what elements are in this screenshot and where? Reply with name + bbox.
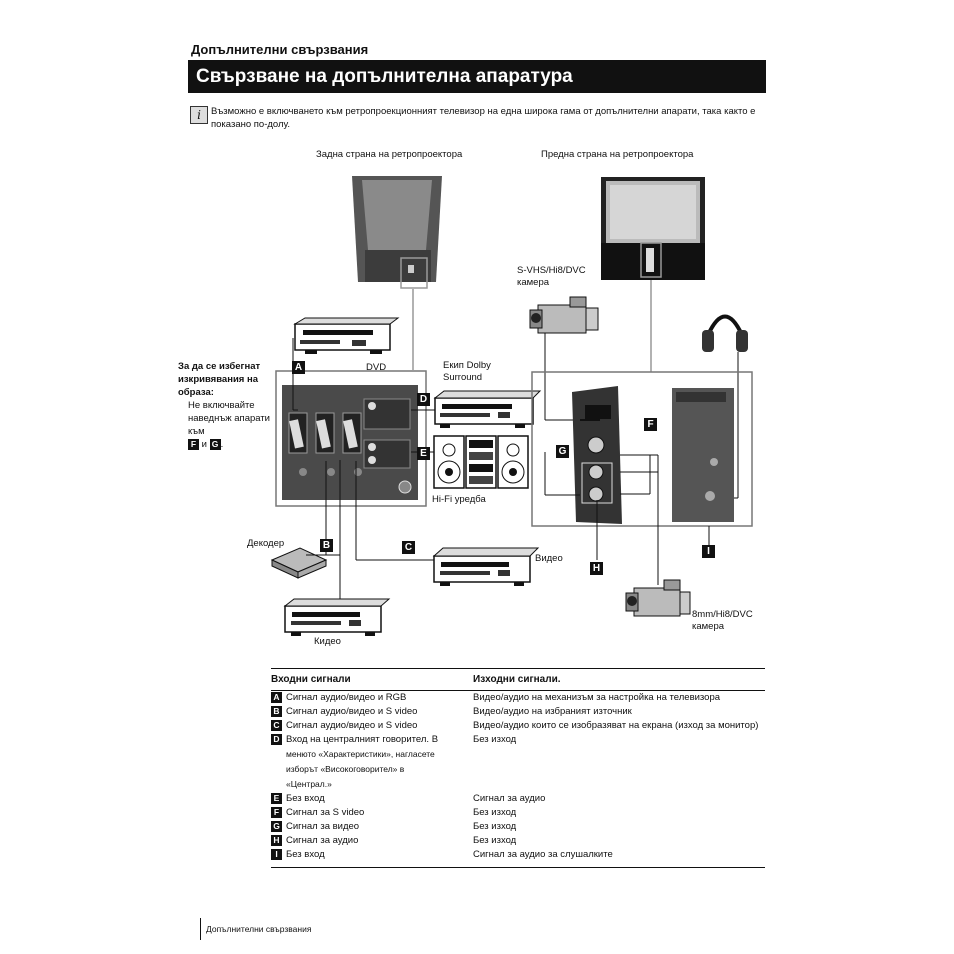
table-row: F Сигнал за S video Без изход [271,806,765,820]
vcr-kideo-image [283,598,391,636]
hifi-system-image [433,435,529,489]
input-signal-text: Сигнал аудио/видео и S video [286,706,418,717]
signals-table: Входни сигнали Изходни сигнали. A Сигнал … [271,668,765,868]
kideo-label: Кидео [314,636,341,647]
table-row: I Без вход Сигнал за аудио за слушалките [271,848,765,868]
rear-side-label: Задна страна на ретропроектора [316,149,463,160]
table-row: D Вход на централният говорител. В менюто … [271,733,765,792]
front-side-label: Предна страна на ретропроектора [541,149,694,160]
input-cell: G Сигнал за видео [271,820,473,834]
note-and: и [201,439,207,450]
dolby-surround-player-image [433,390,542,428]
table-row: E Без вход Сигнал за аудио [271,792,765,806]
svhs-camera-label: S-VHS/Hi8/DVC камера [517,265,586,288]
output-signal-text: Видео/аудио които се изобразяват на екра… [473,720,759,731]
badge-c: C [402,541,415,554]
note-body: Не включвайте наведнъж апарати към F и G… [188,400,270,450]
note-title: За да се избегнат изкривявания на образа… [178,361,261,398]
output-signal-text: Без изход [473,821,517,832]
table-row: H Сигнал за аудио Без изход [271,834,765,848]
row-badge: I [271,848,282,860]
dvd-player-image [293,317,400,354]
footer-rule [200,918,201,940]
front-projector-image [601,177,705,280]
svhs-camera-image [529,296,599,334]
input-cell: H Сигнал за аудио [271,834,473,848]
row-badge: C [271,719,282,731]
input-cell: B Сигнал аудио/видео и S video [271,705,473,719]
table-row: G Сигнал за видео Без изход [271,820,765,834]
row-badge: A [271,691,282,703]
input-cell: C Сигнал аудио/видео и S video [271,719,473,733]
footer-text: Допълнителни свързвания [206,924,312,934]
output-signal-text: Без изход [473,734,517,745]
badge-g: G [556,445,569,458]
input-signal-subtext: изборът «Високоговорител» в [286,764,405,774]
page-title: Свързване на допълнителна апаратура [188,60,766,93]
output-signal-text: Видео/аудио на механизъм за настройка на… [473,692,721,703]
output-signal-text: Сигнал за аудио за слушалките [473,848,765,868]
decoder-image [270,547,328,579]
input-cell: F Сигнал за S video [271,806,473,820]
badge-b: B [320,539,333,552]
vcr-video-image [432,547,540,586]
video-label: Видео [535,553,563,564]
note-badge-g: G [209,438,221,450]
input-signal-text: Сигнал аудио/видео и S video [286,720,418,731]
row-badge: G [271,820,282,832]
decoder-label: Декодер [247,538,285,549]
table-row: B Сигнал аудио/видео и S video Видео/аудио… [271,705,765,719]
intro-text: Възможно е включването към ретропроекцио… [211,106,756,130]
input-cell: A Сигнал аудио/видео и RGB [271,691,473,706]
hifi-label: Hi-Fi уредба [432,494,486,505]
note-text: Не включвайте наведнъж апарати към [188,400,270,437]
dolby-surround-label: Екип Dolby Surround [443,360,491,383]
8mm-camera-image [625,579,691,617]
input-signal-subtext: менюто «Характеристики», нагласете [286,749,435,759]
badge-h: H [590,562,603,575]
input-signal-text: Без вход [286,793,325,804]
row-badge: B [271,705,282,717]
input-signal-text: Сигнал за аудио [286,835,359,846]
col-output-header: Изходни сигнали. [473,668,765,691]
table-header-row: Входни сигнали Изходни сигнали. [271,668,765,691]
badge-f: F [644,418,657,431]
table-row: C Сигнал аудио/видео и S video Видео/аудио… [271,719,765,733]
section-heading: Допълнителни свързвания [191,42,369,57]
output-signal-text: Сигнал за аудио [473,793,546,804]
input-signal-text: Без вход [286,849,325,860]
row-badge: D [271,733,282,745]
8mm-camera-label: 8mm/Hi8/DVC камера [692,609,753,632]
input-cell: D Вход на централният говорител. В менюто … [271,733,473,792]
badge-e: E [417,447,430,460]
table-row: A Сигнал аудио/видео и RGB Видео/аудио на … [271,691,765,706]
input-signal-text: Сигнал аудио/видео и RGB [286,692,407,703]
row-badge: E [271,792,282,804]
dvd-label: DVD [366,362,387,373]
headphones-image [702,314,748,352]
input-signal-subtext: «Централ.» [286,779,332,789]
badge-i: I [702,545,715,558]
output-signal-text: Видео/аудио на избраният източник [473,706,632,717]
output-signal-text: Без изход [473,835,517,846]
note-badge-f: F [188,438,199,450]
output-signal-text: Без изход [473,807,517,818]
input-cell: I Без вход [271,848,473,868]
col-input-header: Входни сигнали [271,668,473,691]
info-icon: i [190,106,208,124]
row-badge: H [271,834,282,846]
rear-projector-image [352,176,442,289]
badge-a: A [292,361,305,374]
badge-d: D [417,393,430,406]
row-badge: F [271,806,282,818]
input-signal-text: Сигнал за S video [286,807,365,818]
input-signal-text: Вход на централният говорител. В [286,734,439,745]
input-signal-text: Сигнал за видео [286,821,360,832]
input-cell: E Без вход [271,792,473,806]
distortion-note: За да се избегнат изкривявания на образа… [178,360,270,451]
